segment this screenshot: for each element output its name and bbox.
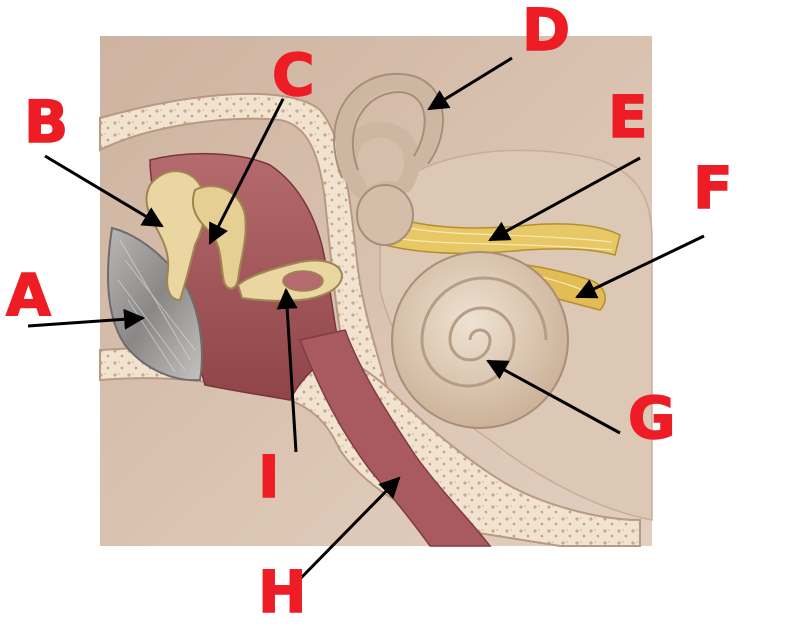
label-e: E bbox=[608, 83, 648, 151]
arrow-c bbox=[208, 98, 285, 245]
arrow-i bbox=[276, 287, 298, 453]
arrow-e bbox=[488, 156, 641, 242]
label-a: A bbox=[6, 261, 51, 329]
arrow-g bbox=[486, 359, 621, 435]
label-g: G bbox=[628, 384, 676, 452]
arrow-b bbox=[44, 154, 164, 228]
cochlea bbox=[391, 251, 569, 429]
arrows bbox=[27, 56, 705, 583]
semicircular-canals-outline bbox=[333, 72, 444, 179]
eardrum-texture bbox=[117, 239, 196, 373]
vestibule bbox=[356, 184, 414, 246]
label-i: I bbox=[258, 443, 280, 511]
arrow-h bbox=[296, 476, 401, 583]
arrow-a bbox=[27, 308, 146, 330]
eustachian-tube bbox=[298, 329, 492, 547]
label-h: H bbox=[258, 558, 307, 626]
arrow-f bbox=[575, 234, 705, 299]
label-c: C bbox=[272, 41, 315, 109]
stapes-footplate bbox=[282, 270, 324, 292]
label-b: B bbox=[24, 88, 68, 156]
label-d: D bbox=[522, 0, 570, 64]
illustration bbox=[99, 36, 653, 547]
label-f: F bbox=[693, 154, 733, 222]
labels: A B C D E F G H I bbox=[5, 0, 733, 627]
arrow-d bbox=[427, 56, 513, 111]
